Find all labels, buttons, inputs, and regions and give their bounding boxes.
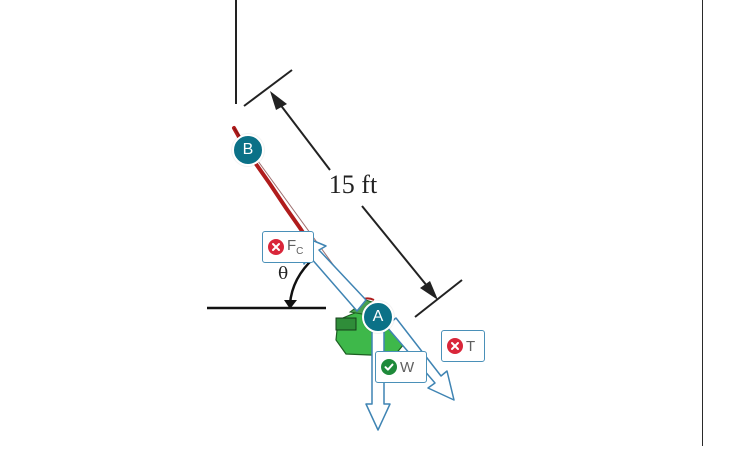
angle-arc-arrowhead xyxy=(284,300,297,309)
angle-arc xyxy=(288,257,315,305)
force-label-w[interactable]: W xyxy=(375,351,427,383)
force-label-fc[interactable]: FC xyxy=(262,231,314,263)
dimension-extension-top xyxy=(243,69,293,107)
node-a[interactable]: A xyxy=(362,301,394,333)
node-b[interactable]: B xyxy=(232,134,264,166)
dimension-line-lower xyxy=(361,205,433,293)
length-label: 15 ft xyxy=(329,170,378,199)
angle-label: θ xyxy=(278,264,288,284)
x-circle-icon xyxy=(268,239,284,255)
dimension-arrowhead-top xyxy=(270,91,287,110)
node-a-label: A xyxy=(372,308,384,325)
force-label-fc-text: FC xyxy=(287,237,304,257)
node-b-label: B xyxy=(242,141,254,158)
check-circle-icon xyxy=(381,359,397,375)
dimension-arrowhead-bottom xyxy=(420,281,438,300)
dimension-line-upper xyxy=(275,98,331,171)
force-label-t-text: T xyxy=(466,337,476,355)
force-label-w-text: W xyxy=(400,358,415,376)
force-label-t[interactable]: T xyxy=(441,330,485,362)
x-circle-icon xyxy=(447,338,463,354)
dimension-extension-bottom xyxy=(414,279,463,318)
panel-divider xyxy=(702,0,703,446)
